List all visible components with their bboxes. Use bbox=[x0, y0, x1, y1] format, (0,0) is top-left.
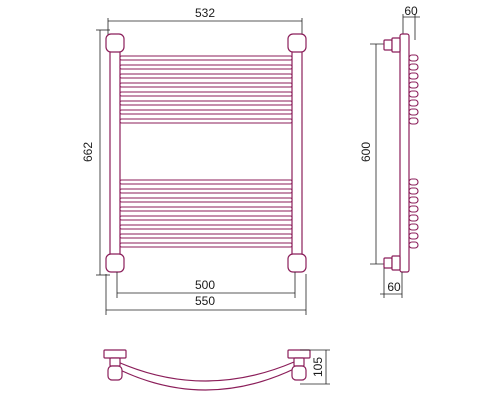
side-rung-upper-3 bbox=[408, 72, 419, 80]
side-view: 60 600 60 bbox=[359, 4, 420, 298]
side-rung-lower-8 bbox=[408, 241, 419, 249]
rung-upper-8 bbox=[119, 118, 293, 124]
dimension-label-outer-width: 550 bbox=[195, 294, 215, 308]
dimension-label-bow-depth: 105 bbox=[311, 357, 325, 377]
rung-upper-7 bbox=[119, 109, 293, 115]
side-rung-upper-5 bbox=[408, 90, 419, 98]
rung-lower-4 bbox=[119, 206, 293, 212]
towel-rail-frame bbox=[105, 33, 307, 273]
side-rung-lower-1 bbox=[408, 178, 419, 186]
side-rung-upper-2 bbox=[408, 63, 419, 71]
dimension-label-top-depth: 60 bbox=[404, 4, 418, 18]
dimension-label-top-width: 532 bbox=[195, 6, 215, 20]
dimension-top-width bbox=[107, 18, 303, 36]
side-rung-upper-4 bbox=[408, 81, 419, 89]
side-rung-upper-6 bbox=[408, 99, 419, 107]
dimension-label-mount-height: 600 bbox=[359, 142, 373, 162]
dimension-inner-width bbox=[116, 272, 296, 298]
rung-lower-3 bbox=[119, 197, 293, 203]
dimension-label-inner-width: 500 bbox=[195, 278, 215, 292]
side-rung-upper-7 bbox=[408, 108, 419, 116]
rung-lower-6 bbox=[119, 224, 293, 230]
side-profile bbox=[383, 33, 410, 273]
rung-lower-2 bbox=[119, 188, 293, 194]
side-rung-lower-2 bbox=[408, 187, 419, 195]
dimension-outer-width bbox=[105, 274, 307, 315]
rung-upper-6 bbox=[119, 100, 293, 106]
side-rung-lower-3 bbox=[408, 196, 419, 204]
rung-upper-2 bbox=[119, 64, 293, 70]
rung-upper-5 bbox=[119, 91, 293, 97]
rung-upper-4 bbox=[119, 82, 293, 88]
side-rung-upper-1 bbox=[408, 54, 419, 62]
rung-lower-7 bbox=[119, 233, 293, 239]
side-rung-lower-4 bbox=[408, 205, 419, 213]
rung-lower-1 bbox=[119, 179, 293, 185]
dimension-bow-depth bbox=[300, 349, 330, 385]
front-view: 532 662 500 bbox=[81, 6, 307, 315]
rung-upper-1 bbox=[119, 55, 293, 61]
towel-rail-rungs bbox=[119, 55, 293, 248]
dimension-top-depth bbox=[402, 14, 420, 40]
side-rung-lower-5 bbox=[408, 214, 419, 222]
side-rung-profiles bbox=[408, 54, 419, 249]
dimension-mount-height bbox=[370, 43, 390, 265]
rung-upper-3 bbox=[119, 73, 293, 79]
rung-lower-5 bbox=[119, 215, 293, 221]
side-rung-upper-8 bbox=[408, 117, 419, 125]
dimension-bottom-depth bbox=[380, 268, 403, 298]
bottom-profile bbox=[103, 349, 311, 391]
side-rung-lower-6 bbox=[408, 223, 419, 231]
rung-lower-8 bbox=[119, 242, 293, 248]
side-rung-lower-7 bbox=[408, 232, 419, 240]
bottom-view: 105 bbox=[103, 349, 330, 391]
dimension-label-bottom-depth: 60 bbox=[387, 280, 401, 294]
dimension-height bbox=[96, 29, 110, 276]
dimension-label-height: 662 bbox=[81, 142, 95, 162]
